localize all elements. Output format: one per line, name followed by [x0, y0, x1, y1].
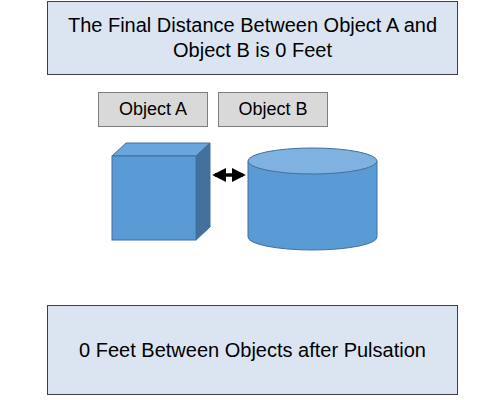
- object-label-box: Object A: [98, 92, 208, 127]
- result-box: 0 Feet Between Objects after Pulsation: [47, 305, 458, 395]
- node-text: Object B: [238, 98, 307, 121]
- object-label-box: Object B: [218, 92, 328, 127]
- node-text: Object A: [119, 98, 187, 121]
- cube-front: [112, 156, 196, 240]
- heading-box: The Final Distance Between Object A and …: [47, 1, 458, 75]
- double-arrow: [215, 173, 243, 177]
- cube-figure: [112, 143, 210, 240]
- cube-top: [112, 143, 210, 156]
- cylinder-top: [248, 148, 377, 174]
- node-text: The Final Distance Between Object A and …: [56, 13, 449, 63]
- cube-side: [196, 143, 210, 240]
- cylinder-figure: [248, 148, 377, 250]
- node-text: 0 Feet Between Objects after Pulsation: [79, 338, 426, 363]
